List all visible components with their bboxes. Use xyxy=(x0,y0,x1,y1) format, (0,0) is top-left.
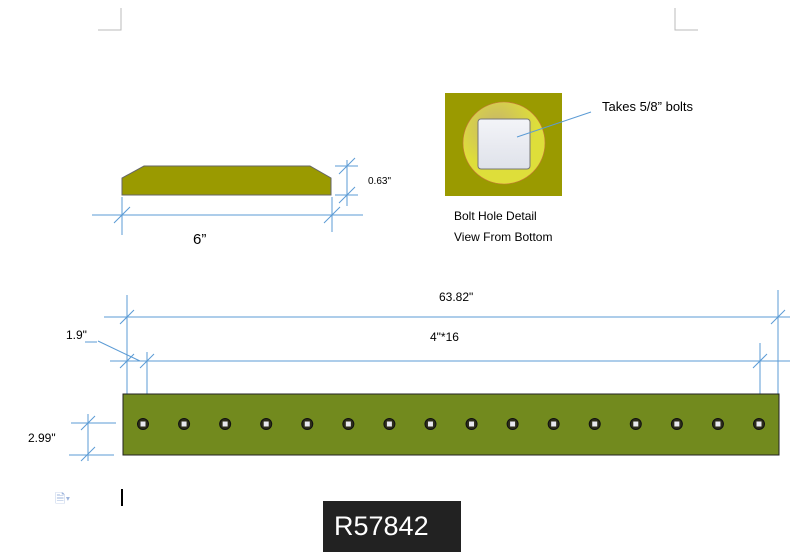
bolt-hole-square xyxy=(140,421,146,427)
bolt-hole-square xyxy=(222,421,228,427)
bolt-hole-square xyxy=(510,421,516,427)
bolt-hole-square xyxy=(633,421,639,427)
bolt-hole-square xyxy=(674,421,680,427)
side-view-profile xyxy=(121,165,332,196)
bolt-hole-square xyxy=(304,421,310,427)
bar-dimensions xyxy=(69,290,790,462)
bolt-caption-2: View From Bottom xyxy=(454,230,553,244)
bolt-caption-1: Bolt Hole Detail xyxy=(454,209,537,223)
paste-options-icon[interactable]: 🗎▾ xyxy=(55,491,71,506)
bolt-hole-square xyxy=(181,421,187,427)
hole-offset-label: 1.9" xyxy=(66,328,87,342)
bolt-hole-square xyxy=(427,421,433,427)
bar-length-label: 63.82" xyxy=(439,290,474,304)
side-height-label: 0.63" xyxy=(368,176,392,187)
bolt-hole-square xyxy=(469,421,475,427)
page-corner-marks xyxy=(98,8,698,31)
text-cursor xyxy=(121,489,123,506)
side-view-dimensions xyxy=(92,157,363,235)
bolt-hole-square xyxy=(263,421,269,427)
bolt-hole-square xyxy=(386,421,392,427)
bolt-hole-square xyxy=(551,421,557,427)
bolt-holes xyxy=(137,418,765,430)
bar-height-label: 2.99" xyxy=(28,431,56,445)
bolt-hole-square xyxy=(345,421,351,427)
part-number-label: R57842 xyxy=(323,501,461,552)
bolt-callout: Takes 5/8” bolts xyxy=(602,99,694,114)
bolt-hole-square xyxy=(592,421,598,427)
grader-blade-bar xyxy=(122,393,780,456)
side-width-label: 6” xyxy=(193,231,207,248)
bolt-hole-square xyxy=(756,421,762,427)
hole-spacing-label: 4"*16 xyxy=(430,330,459,344)
bolt-hole-square xyxy=(715,421,721,427)
bolt-hole-detail xyxy=(445,93,592,196)
